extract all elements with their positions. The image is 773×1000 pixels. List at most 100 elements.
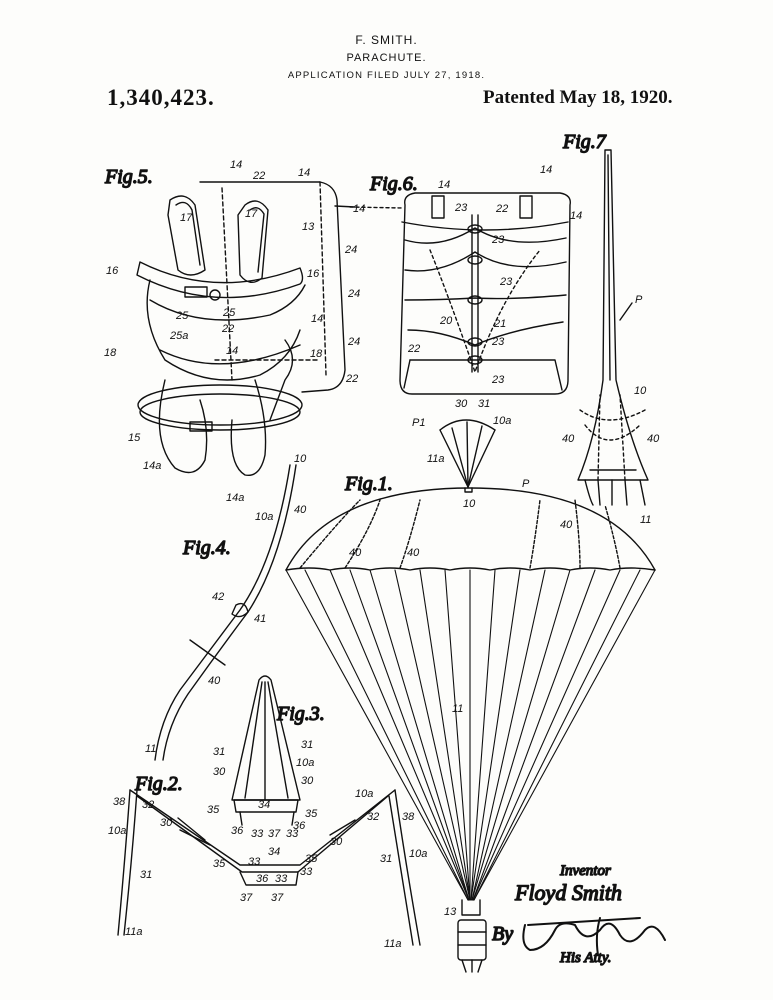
svg-text:35: 35 [207,804,220,816]
svg-text:18: 18 [104,347,117,359]
fig5-label: Fig.5. [104,166,153,188]
svg-text:36: 36 [293,820,306,832]
by-label: By [492,923,513,945]
svg-text:30: 30 [330,836,343,848]
svg-text:34: 34 [268,846,280,858]
svg-text:30: 30 [455,398,468,410]
svg-text:24: 24 [347,288,360,300]
fig3-apex-detail-drawing: 31 31 10a 30 30 35 35 34 36 33 37 33 36 [207,675,318,840]
fig1-parachute-drawing: 10 P 40 40 40 11 13 [285,478,656,973]
svg-text:23: 23 [491,234,505,246]
svg-text:16: 16 [307,268,320,280]
svg-text:35: 35 [213,858,226,870]
svg-text:22: 22 [345,373,358,385]
svg-text:41: 41 [254,613,266,625]
svg-text:18: 18 [310,348,323,360]
svg-text:14a: 14a [226,492,244,504]
svg-text:22: 22 [495,203,508,215]
svg-text:11a: 11a [427,453,445,465]
svg-text:14: 14 [226,345,238,357]
svg-text:23: 23 [491,374,505,386]
svg-text:10a: 10a [296,757,314,769]
svg-text:36: 36 [231,825,244,837]
svg-text:11a: 11a [384,938,402,950]
svg-text:11: 11 [640,514,651,526]
svg-text:14: 14 [353,203,365,215]
fig7-folded-canopy-drawing: P 10 40 40 11 [562,149,660,526]
svg-text:10: 10 [634,385,647,397]
svg-text:31: 31 [380,853,392,865]
svg-text:37: 37 [271,892,284,904]
fig6-label: Fig.6. [369,173,418,195]
svg-text:14: 14 [570,210,582,222]
svg-text:35: 35 [305,853,318,865]
svg-text:10: 10 [294,453,307,465]
fig2-label: Fig.2. [134,773,183,795]
fig4-seam-detail-drawing: 10 40 10a 42 41 40 11 [145,453,307,761]
svg-text:40: 40 [647,433,660,445]
svg-text:21: 21 [493,318,506,330]
pilot-chute-drawing: P1 30 31 10a 11a [412,398,511,493]
patent-title: PARACHUTE. [346,52,427,64]
svg-text:34: 34 [258,799,270,811]
svg-text:22: 22 [221,323,234,335]
inventor-label: Inventor [559,863,611,879]
fig1-shroud-lines [285,569,656,901]
svg-text:32: 32 [142,799,154,811]
svg-text:13: 13 [302,221,315,233]
svg-text:25: 25 [175,310,189,322]
fig3-label: Fig.3. [276,703,325,725]
svg-text:20: 20 [439,315,453,327]
svg-text:17: 17 [245,208,258,220]
svg-text:33: 33 [251,828,264,840]
svg-text:31: 31 [213,746,225,758]
svg-text:31: 31 [140,869,152,881]
svg-text:25: 25 [222,307,236,319]
patented-date: Patented May 18, 1920. [483,87,673,108]
svg-text:23: 23 [499,276,513,288]
svg-text:10a: 10a [355,788,373,800]
svg-text:13: 13 [444,906,457,918]
svg-text:P1: P1 [412,417,425,429]
application-filed-line: APPLICATION FILED JULY 27, 1918. [287,70,486,81]
svg-text:40: 40 [349,547,362,559]
fig1-gore-seams [299,499,621,569]
svg-text:37: 37 [240,892,253,904]
inventor-signature: Floyd Smith [514,880,622,905]
svg-text:40: 40 [208,675,221,687]
svg-text:22: 22 [252,170,265,182]
svg-text:22: 22 [407,343,420,355]
svg-text:14: 14 [298,167,310,179]
attorney-signature-drawing [522,917,666,956]
svg-text:16: 16 [106,265,119,277]
fig7-label: Fig.7 [562,131,607,153]
svg-text:31: 31 [478,398,490,410]
svg-text:14: 14 [230,159,242,171]
svg-text:11a: 11a [125,926,143,938]
svg-text:37: 37 [268,828,281,840]
svg-text:40: 40 [294,504,307,516]
svg-text:P: P [522,478,530,490]
patent-number: 1,340,423. [107,85,215,110]
svg-text:40: 40 [407,547,420,559]
svg-text:33: 33 [248,856,261,868]
svg-text:33: 33 [286,828,299,840]
fig6-pack-drawing: 14 14 23 22 14 23 23 20 21 23 22 23 14 [349,164,582,395]
svg-text:38: 38 [113,796,126,808]
svg-text:30: 30 [213,766,226,778]
fig2-section-drawing: 38 32 30 10a 31 35 33 34 33 35 36 37 37 … [108,788,427,950]
attorney-role: His Atty. [559,950,611,966]
svg-text:10a: 10a [255,511,273,523]
svg-text:40: 40 [562,433,575,445]
svg-text:24: 24 [344,244,357,256]
svg-text:25a: 25a [169,330,188,342]
svg-text:14: 14 [311,313,323,325]
inventor-name-header: F. SMITH. [355,33,418,47]
svg-text:10a: 10a [493,415,511,427]
svg-text:30: 30 [301,775,314,787]
svg-text:40: 40 [560,519,573,531]
svg-text:10a: 10a [409,848,427,860]
svg-text:14: 14 [540,164,552,176]
fig5-harness-drawing: 14 22 14 17 17 13 24 16 16 24 25 25 14 2… [104,159,360,504]
